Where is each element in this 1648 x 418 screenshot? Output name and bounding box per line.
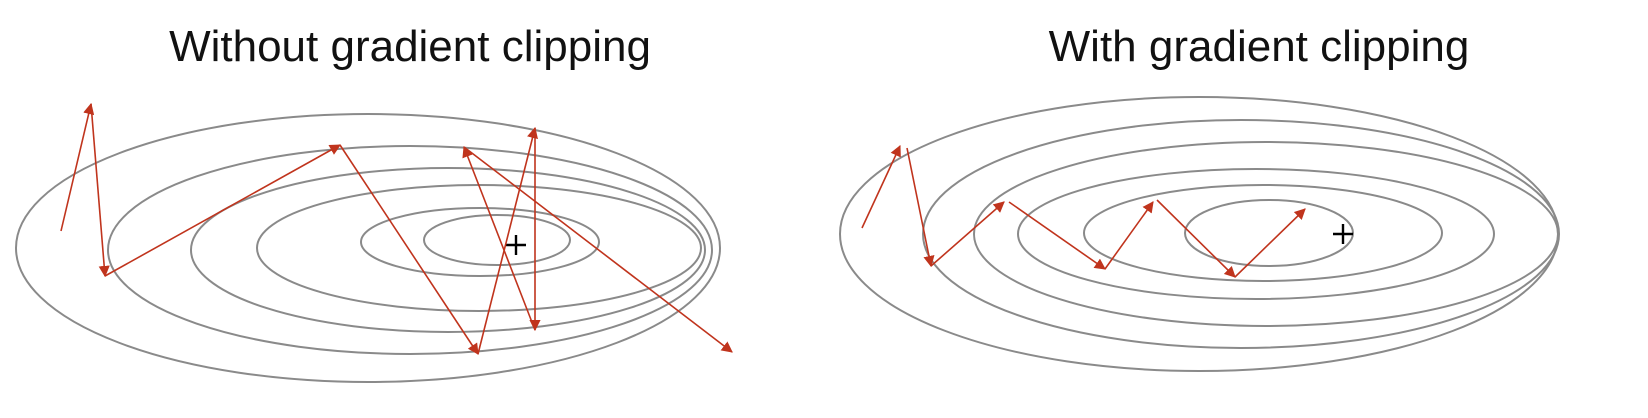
gradient-step (1234, 208, 1306, 278)
gradient-path-clipped (861, 144, 1306, 278)
loss-contour-plot-with-clipping (839, 96, 1560, 372)
contour-ring-4 (1017, 168, 1495, 300)
panel-without-clipping: Without gradient clipping (0, 0, 820, 418)
gradient-step (90, 103, 110, 278)
contour-ring-3 (190, 167, 706, 333)
panel-title-with-clipping: With gradient clipping (1048, 22, 1470, 71)
contour-ring-6 (1184, 199, 1354, 267)
gradient-step (906, 147, 935, 268)
contour-ring-2 (107, 145, 713, 355)
gradient-step (1156, 199, 1236, 278)
gradient-step (60, 102, 95, 232)
gradient-step (104, 144, 341, 277)
gradient-step (462, 145, 536, 331)
gradient-step (930, 201, 1005, 267)
loss-contour-plot-without-clipping (15, 102, 733, 383)
gradient-step (1008, 201, 1106, 270)
contour-ring-4 (256, 184, 702, 312)
gradient-step (477, 126, 538, 355)
gradient-step (463, 146, 733, 353)
gradient-step (1104, 201, 1154, 270)
gradient-step (339, 144, 479, 355)
contour-ring-1 (15, 113, 721, 383)
contour-lines (15, 113, 721, 383)
panel-title-without-clipping: Without gradient clipping (169, 22, 651, 71)
contour-ring-5 (360, 207, 600, 277)
contour-ring-1 (839, 96, 1559, 372)
contour-ring-3 (973, 141, 1559, 327)
panel-with-clipping: With gradient clipping (839, 0, 1648, 418)
optimum-marker (506, 235, 526, 255)
contour-lines (839, 96, 1560, 372)
contour-ring-5 (1083, 184, 1443, 282)
optimum-marker (1333, 224, 1353, 244)
contour-ring-6 (423, 214, 571, 266)
gradient-path-unclipped (60, 102, 733, 355)
gradient-step (861, 144, 901, 229)
